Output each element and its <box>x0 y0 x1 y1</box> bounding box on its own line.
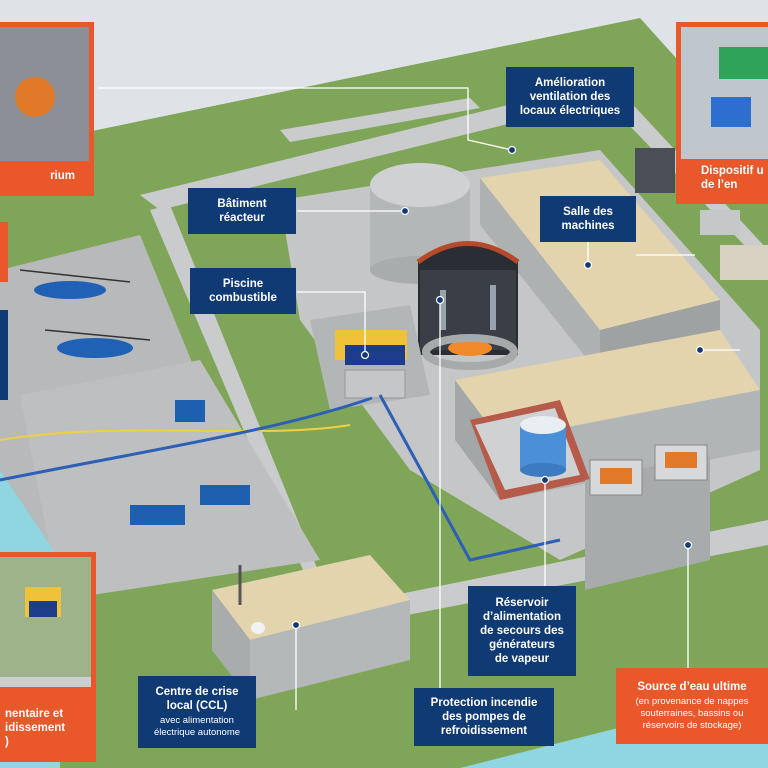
inset-top-left-caption: rium <box>0 161 89 191</box>
label-ccl-title: Centre de crise local (CCL) <box>155 686 239 712</box>
label-batiment-reacteur: Bâtiment réacteur <box>188 188 296 234</box>
label-reservoir: Réservoir d’alimentation de secours des … <box>468 586 576 676</box>
inset-top-left: rium <box>0 22 94 196</box>
label-reservoir-text: Réservoir d’alimentation de secours des … <box>480 597 564 665</box>
label-amelioration-text: Amélioration ventilation des locaux élec… <box>519 77 621 117</box>
label-centre-crise: Centre de crise local (CCL) avec aliment… <box>138 676 256 748</box>
label-source-eau: Source d’eau ultime (en provenance de na… <box>616 668 768 744</box>
label-source-title: Source d’eau ultime <box>637 681 747 693</box>
label-salle-machines: Salle des machines <box>540 196 636 242</box>
label-source-sub: (en provenance de nappes souterraines, b… <box>635 696 749 731</box>
ccl-building-roof <box>212 555 410 640</box>
inset-top-right-caption: Dispositif u de l’en <box>681 159 768 199</box>
truck-icon <box>130 400 250 525</box>
inset-bottom-left: nentaire et idissement ) <box>0 552 96 762</box>
helicopter-icon <box>34 281 133 358</box>
label-piscine-text: Piscine combustible <box>209 278 277 304</box>
inset-top-right: Dispositif u de l’en <box>676 22 768 204</box>
label-protection-text: Protection incendie des pompes de refroi… <box>430 697 538 737</box>
label-protection-incendie: Protection incendie des pompes de refroi… <box>414 688 554 746</box>
parking-area <box>20 360 320 600</box>
label-batiment-reacteur-text: Bâtiment réacteur <box>217 198 267 224</box>
label-salle-machines-text: Salle des machines <box>561 206 615 232</box>
label-amelioration-ventilation: Amélioration ventilation des locaux élec… <box>506 67 634 127</box>
inset-bottom-left-caption: nentaire et idissement ) <box>0 687 91 757</box>
label-piscine-combustible: Piscine combustible <box>190 268 296 314</box>
inset-left-middle <box>0 310 8 400</box>
inset-left-upper <box>0 222 8 282</box>
label-ccl-sub: avec alimentation électrique autonome <box>153 715 241 738</box>
